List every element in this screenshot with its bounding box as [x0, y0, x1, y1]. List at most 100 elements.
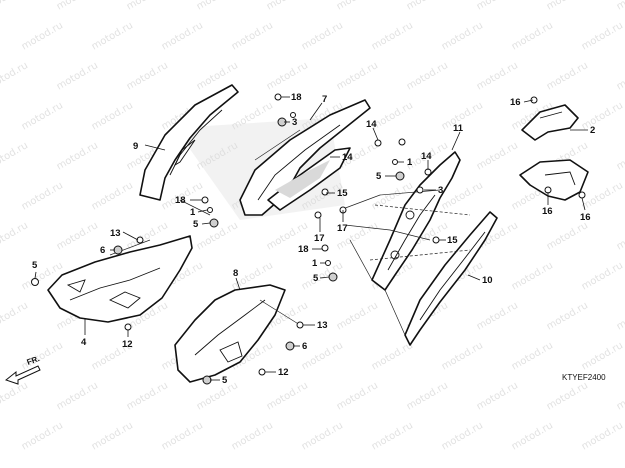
watermark-text: motod.ru — [440, 20, 485, 52]
callout-11: 11 — [453, 123, 464, 134]
watermark-text: motod.ru — [55, 60, 100, 92]
callout-5: 5 — [376, 171, 382, 182]
watermark-text: motod.ru — [370, 20, 415, 52]
watermark-text: motod.ru — [0, 380, 30, 412]
watermark-text: motod.ru — [300, 420, 345, 452]
watermark-text: motod.ru — [90, 20, 135, 52]
watermark-text: motod.ru — [335, 380, 380, 412]
watermark-text: motod.ru — [195, 0, 240, 13]
fasteners — [31, 93, 586, 385]
part-3-bracket — [519, 159, 589, 201]
callout-3: 3 — [292, 117, 297, 128]
callout-6: 6 — [302, 341, 307, 352]
watermark-text: motod.ru — [580, 260, 625, 292]
watermark-text: motod.ru — [265, 0, 310, 13]
watermark-text: motod.ru — [615, 220, 625, 252]
part-11-center-support — [371, 151, 461, 291]
watermark-text: motod.ru — [545, 300, 590, 332]
callout-13: 13 — [110, 228, 121, 239]
watermark-text: motod.ru — [580, 420, 625, 452]
watermark-text: motod.ru — [615, 380, 625, 412]
watermark-text: motod.ru — [125, 380, 170, 412]
watermark-text: motod.ru — [370, 340, 415, 372]
watermark-text: motod.ru — [510, 260, 555, 292]
watermark-text: motod.ru — [0, 140, 30, 172]
part-7-rail-cowl — [239, 99, 371, 216]
callout-10: 10 — [482, 275, 493, 286]
watermark-text: motod.ru — [20, 340, 65, 372]
watermark-text: motod.ru — [160, 20, 205, 52]
watermark-text: motod.ru — [195, 380, 240, 412]
watermark-text: motod.ru — [405, 60, 450, 92]
watermark-text: motod.ru — [510, 20, 555, 52]
callout-14: 14 — [421, 151, 432, 162]
watermark-text: motod.ru — [580, 100, 625, 132]
watermark-text: motod.ru — [90, 180, 135, 212]
watermark-text: motod.ru — [55, 380, 100, 412]
callout-18: 18 — [291, 92, 302, 103]
callout-labels: 9 18 3 7 14 14 16 2 11 1 5 14 3 15 18 1 … — [32, 92, 595, 386]
watermark-text: motod.ru — [475, 140, 520, 172]
callout-17: 17 — [314, 233, 325, 244]
watermark-text: motod.ru — [90, 100, 135, 132]
watermark-text: motod.ru — [0, 300, 30, 332]
watermark-text: motod.ru — [475, 60, 520, 92]
callout-15: 15 — [447, 235, 458, 246]
callout-16: 16 — [542, 206, 553, 217]
callout-12: 12 — [278, 367, 289, 378]
callout-7: 7 — [322, 94, 327, 105]
watermark-text: motod.ru — [90, 420, 135, 452]
callout-18: 18 — [175, 195, 186, 206]
watermark-text: motod.ru — [20, 100, 65, 132]
watermark-text: motod.ru — [615, 60, 625, 92]
callout-2: 2 — [590, 125, 595, 136]
watermark-text: motod.ru — [615, 0, 625, 13]
watermark-text: motod.ru — [160, 420, 205, 452]
part-8-lower-center-cover — [174, 284, 286, 383]
callout-6: 6 — [100, 245, 105, 256]
watermark-text: motod.ru — [55, 220, 100, 252]
callout-18: 18 — [298, 244, 309, 255]
callout-1: 1 — [190, 207, 196, 218]
watermark-text: motod.ru — [265, 60, 310, 92]
watermark-text: motod.ru — [545, 60, 590, 92]
callout-17: 17 — [337, 223, 348, 234]
watermark-text: motod.ru — [335, 300, 380, 332]
callout-14: 14 — [366, 119, 377, 130]
watermark-text: motod.ru — [440, 340, 485, 372]
watermark-text: motod.ru — [125, 60, 170, 92]
callout-16: 16 — [510, 97, 521, 108]
callout-9: 9 — [133, 141, 138, 152]
watermark-text: motod.ru — [545, 220, 590, 252]
watermark-text: motod.ru — [20, 420, 65, 452]
watermark-text: motod.ru — [475, 300, 520, 332]
watermark-text: motod.ru — [545, 380, 590, 412]
watermark-text: motod.ru — [510, 340, 555, 372]
watermark-text: motod.ru — [370, 420, 415, 452]
watermark-text: motod.ru — [0, 220, 30, 252]
watermark-text: motod.ru — [475, 380, 520, 412]
callout-3: 3 — [438, 185, 443, 196]
watermark-text: motod.ru — [125, 0, 170, 13]
watermark-text: motod.ru — [335, 0, 380, 13]
guide-lines — [109, 129, 471, 336]
watermark-text: motod.ru — [55, 140, 100, 172]
watermark-text: motod.ru — [475, 0, 520, 13]
watermark-text: motod.ru — [55, 0, 100, 13]
watermark-text: motod.ru — [265, 380, 310, 412]
watermark-text: motod.ru — [405, 380, 450, 412]
watermark-text: motod.ru — [510, 420, 555, 452]
callout-14: 14 — [342, 152, 353, 163]
watermark-text: motod.ru — [0, 0, 30, 13]
callout-1: 1 — [407, 157, 413, 168]
watermark-text: motod.ru — [580, 340, 625, 372]
part-2-bracket — [521, 104, 579, 141]
part-10-side-panel — [404, 211, 498, 346]
callout-1: 1 — [312, 258, 318, 269]
callout-leaders — [34, 96, 588, 381]
watermark-text: motod.ru — [230, 20, 275, 52]
callout-4: 4 — [81, 337, 87, 348]
front-direction-arrow: FR. — [4, 354, 41, 385]
watermark: motod.ru motod.ru motod.ru motod.ru motod.ru… — [0, 0, 625, 453]
callout-5: 5 — [32, 260, 38, 271]
